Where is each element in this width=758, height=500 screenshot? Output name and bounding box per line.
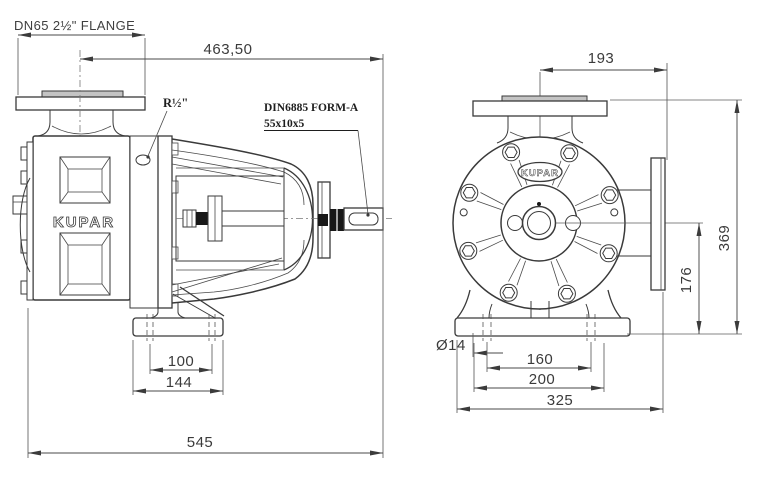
dim-545: 545 (28, 434, 383, 456)
dim-200: 200 (473, 343, 605, 392)
discharge-flange-front (617, 157, 666, 291)
dim-325: 325 (456, 292, 664, 413)
upper-boss (59, 156, 111, 204)
suction-flange-side (15, 50, 146, 141)
drain-plug (12, 195, 28, 215)
baseplate-side (132, 317, 224, 337)
logo-oval (517, 161, 563, 183)
shaft-end (343, 207, 384, 231)
dim-193-label: 193 (588, 50, 615, 67)
bearing-center-front (500, 184, 703, 262)
shaft-keyway (348, 212, 379, 226)
cover-bolt-hole (507, 215, 523, 231)
cover-bolt (171, 142, 179, 156)
dim-100-label: 100 (168, 353, 195, 370)
dim-463-label: 463,50 (204, 41, 253, 58)
side-view: KUPAR (12, 50, 392, 341)
casing-cover-side (157, 135, 179, 309)
dia14-label: Ø14 (436, 337, 466, 354)
note-dia14: Ø14 (436, 333, 503, 357)
small-hole (610, 208, 619, 217)
lower-boss (59, 232, 111, 296)
baseplate-front (454, 317, 631, 337)
dim-144-label: 144 (166, 374, 193, 391)
dim-369-label: 369 (716, 225, 733, 252)
leader-dot (366, 213, 370, 217)
suction-flange-plate (15, 96, 146, 111)
leader-dot (146, 155, 150, 159)
port-note-label: R½" (163, 96, 188, 110)
brand-logo-side: KUPAR (53, 214, 115, 231)
dim-193: 193 (540, 50, 668, 160)
note-din6885: DIN6885 FORM-A 55x10x5 (264, 102, 370, 217)
impeller-nut (182, 209, 197, 228)
shaft-seal (318, 214, 328, 226)
key-note-line2: 55x10x5 (264, 118, 305, 130)
casing-bolt (20, 170, 28, 185)
cover-bolt (171, 180, 179, 194)
bearing-frame-side (171, 138, 314, 304)
dim-545-label: 545 (187, 434, 214, 451)
dim-325-label: 325 (547, 392, 574, 409)
small-hole (459, 208, 468, 217)
shaft-assembly-side (176, 181, 392, 259)
pump-casing-side: KUPAR (12, 135, 159, 309)
note-r-half: R½" (146, 96, 188, 159)
top-flange-plate (472, 100, 608, 117)
bearing-bell (283, 167, 313, 271)
dim-144: 144 (132, 340, 224, 395)
support-foot-front (454, 289, 631, 341)
flange-raised-face (41, 90, 124, 98)
bolt-bosses (459, 143, 619, 303)
dim-176-label: 176 (678, 267, 695, 294)
shaft-inner (221, 210, 285, 227)
dim-200-label: 200 (529, 371, 556, 388)
shaft-bore-circle (527, 211, 551, 235)
brand-logo-front: KUPAR (521, 168, 559, 179)
dim-369: 369 (610, 99, 742, 335)
support-foot-side (132, 286, 225, 341)
key-note-line1: DIN6885 FORM-A (264, 102, 359, 114)
dim-100: 100 (149, 344, 213, 374)
brand-badge-front: KUPAR (517, 161, 563, 183)
dn65-label: DN65 2½" FLANGE (14, 18, 135, 33)
casing-bolt (20, 146, 28, 161)
center-mark (537, 202, 541, 206)
dim-463-50: 463,50 (80, 41, 383, 62)
top-flange-front (472, 95, 608, 144)
dim-160: 160 (486, 342, 592, 372)
casing-bolt (20, 280, 28, 295)
cover-bolt (171, 246, 179, 260)
dim-176: 176 (678, 223, 702, 334)
side-flange-plate (650, 157, 666, 291)
dim-dn65-flange: DN65 2½" FLANGE (14, 18, 146, 95)
front-view: KUPAR (452, 72, 703, 341)
dim-160-label: 160 (527, 351, 554, 368)
casing-ribs (475, 159, 603, 287)
casing-bolt (20, 239, 28, 254)
dimensions: DN65 2½" FLANGE 463,50 R½" DIN6885 FORM-… (14, 18, 742, 458)
volute-arc (19, 177, 31, 273)
